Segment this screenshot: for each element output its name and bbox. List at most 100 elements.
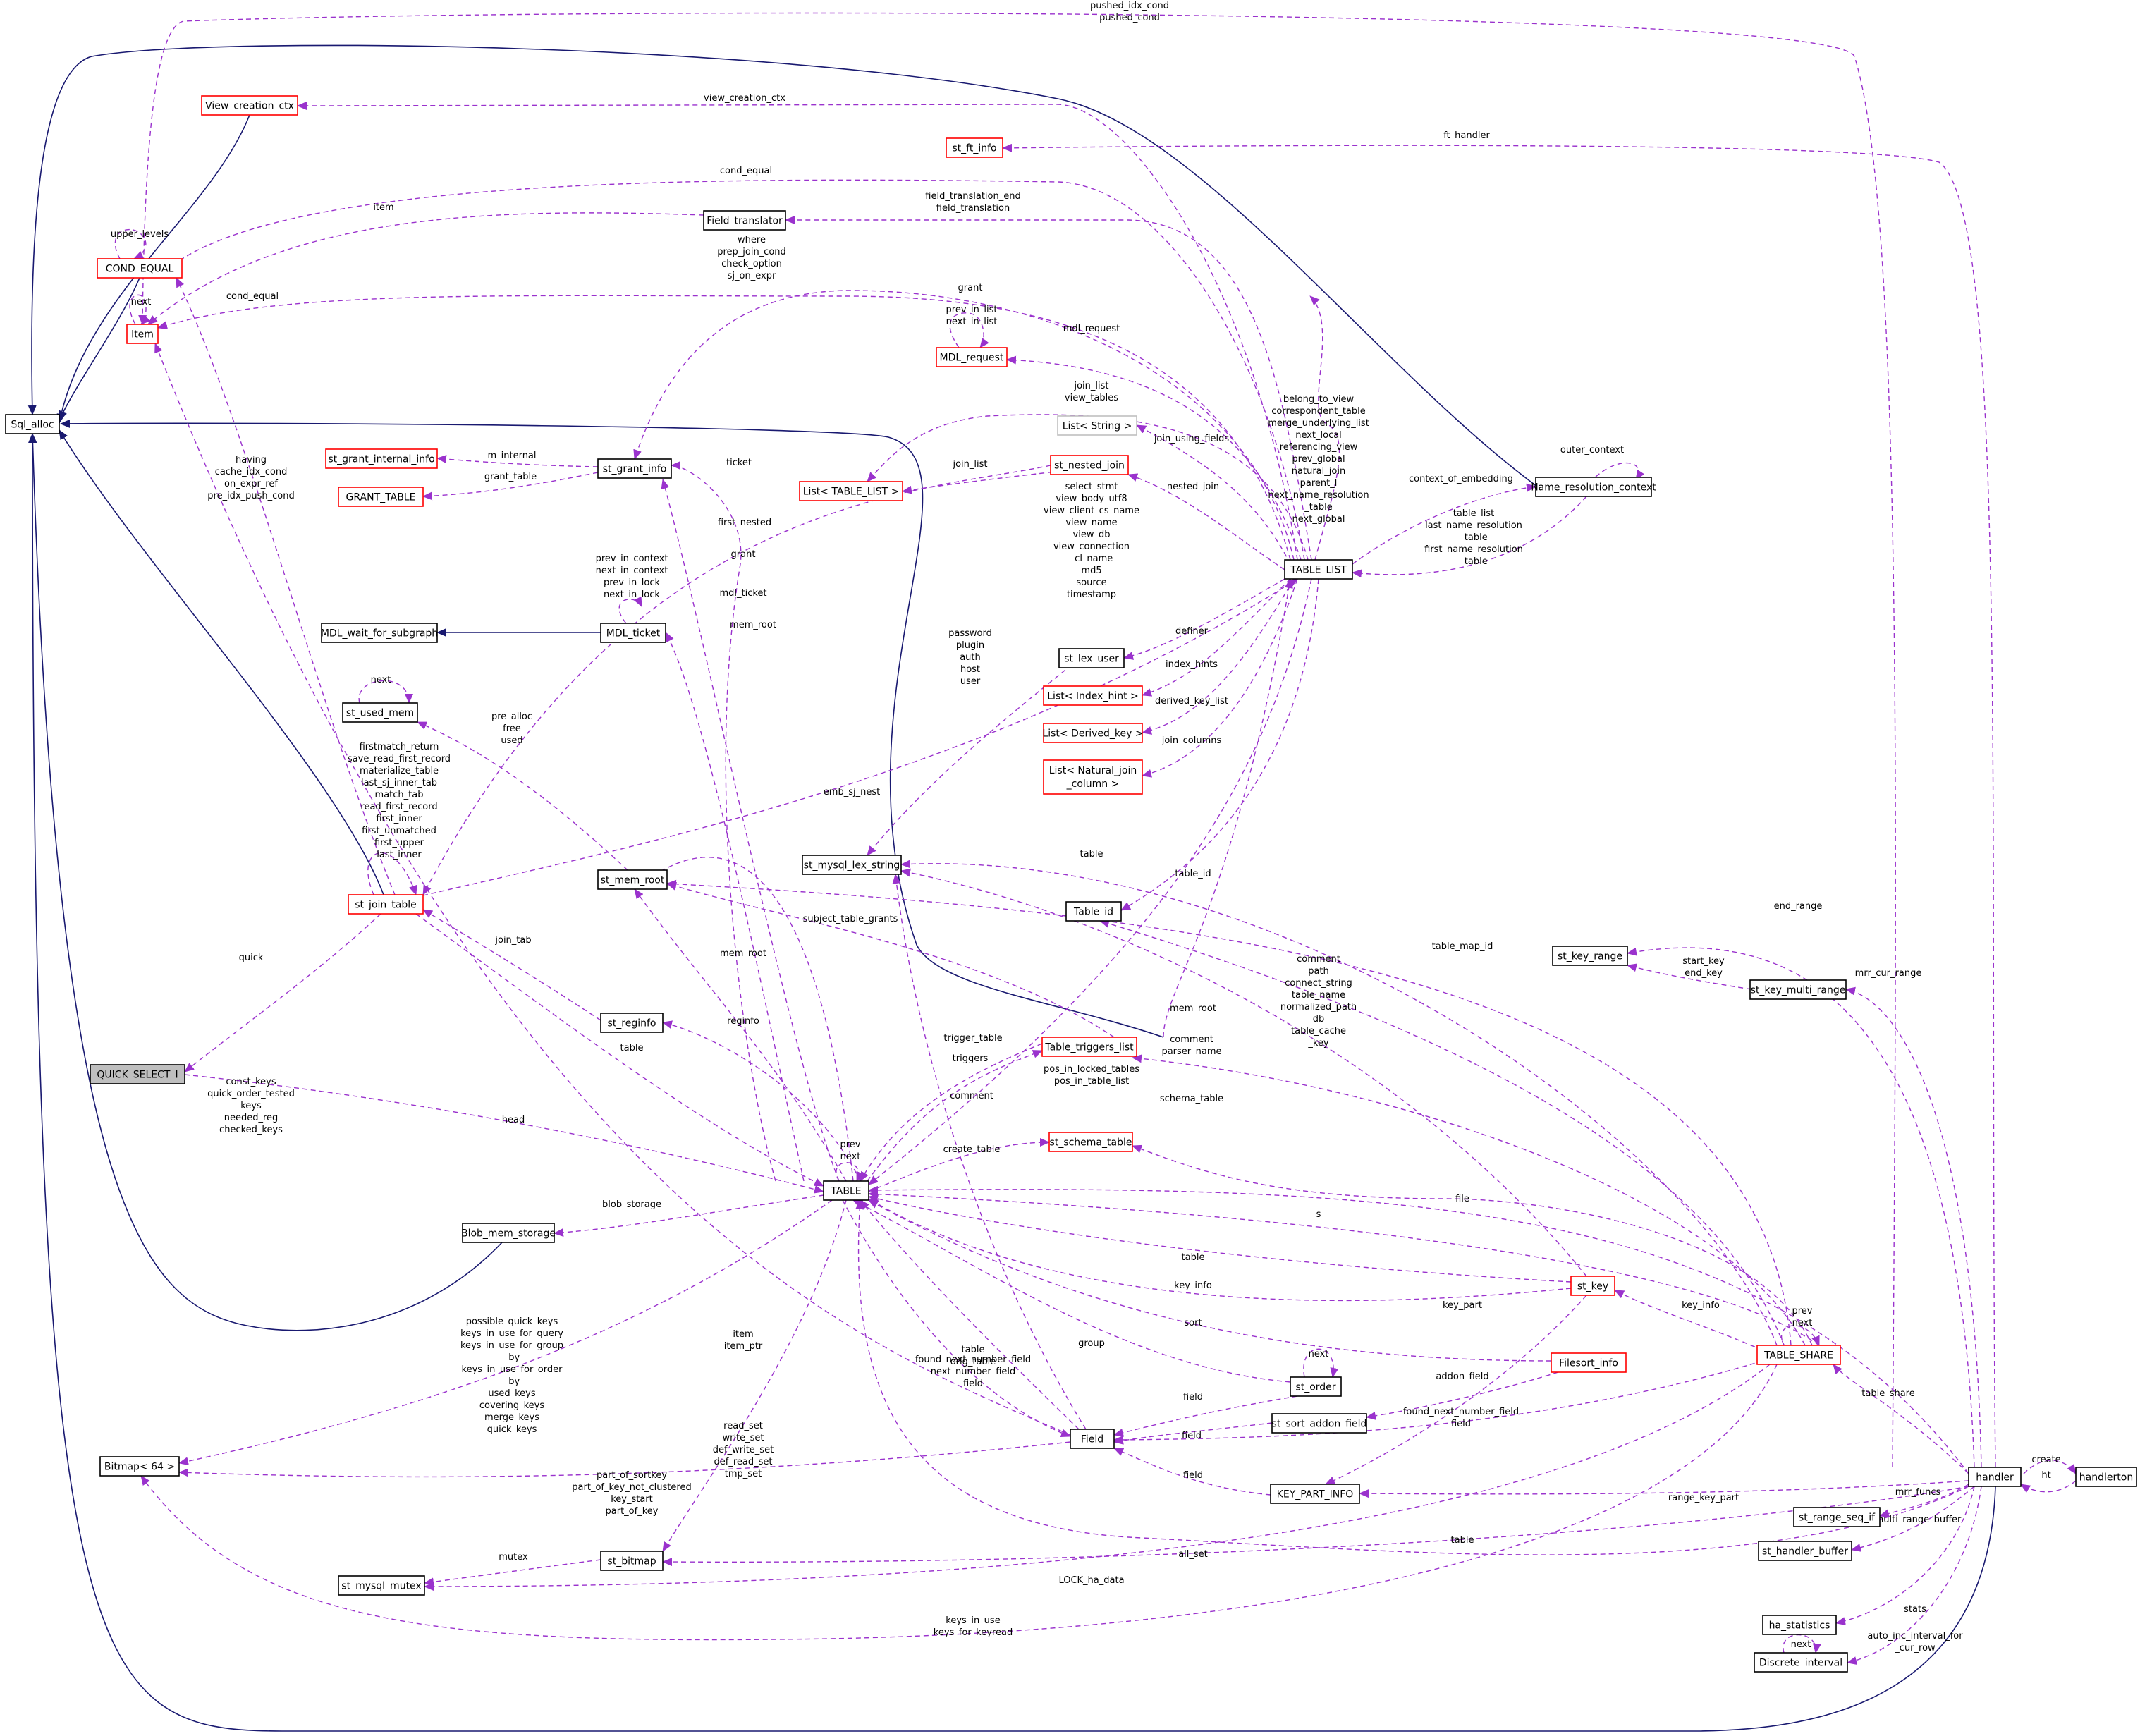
class-node-cond-equal[interactable]: COND_EQUAL — [97, 258, 183, 279]
edge-label-ticket: ticket — [726, 458, 752, 468]
class-node-ha-statistics[interactable]: ha_statistics — [1762, 1615, 1837, 1635]
class-node-view-creation-ctx[interactable]: View_creation_ctx — [201, 95, 298, 116]
edge-label-key-part: key_part — [1443, 1300, 1482, 1311]
usage-edge — [297, 101, 1298, 561]
edge-label-table-tl: table — [1080, 849, 1103, 860]
usage-edge — [1614, 1290, 1763, 1351]
class-node-quick-select-i[interactable]: QUICK_SELECT_I — [90, 1064, 185, 1084]
edge-label-sort: sort — [1184, 1318, 1202, 1328]
class-node-st-sort-addon-field[interactable]: st_sort_addon_field — [1271, 1413, 1367, 1434]
class-node-list-table-list[interactable]: List< TABLE_LIST > — [799, 481, 903, 501]
class-node-blob-mem-storage[interactable]: Blob_mem_storage — [461, 1223, 556, 1243]
usage-edge — [415, 913, 824, 1187]
inheritance-edge — [59, 429, 384, 895]
edge-label-next-item: next — [131, 297, 152, 307]
node-label: List< Derived_key > — [1042, 728, 1143, 740]
class-node-handler[interactable]: handler — [1968, 1467, 2022, 1487]
usage-edge — [1120, 578, 1319, 911]
class-node-st-grant-internal-info[interactable]: st_grant_internal_info — [325, 448, 438, 469]
class-node-grant-table[interactable]: GRANT_TABLE — [338, 487, 424, 507]
usage-edge — [114, 228, 147, 259]
class-node-st-schema-table[interactable]: st_schema_table — [1048, 1132, 1133, 1152]
node-label: st_key — [1577, 1281, 1608, 1292]
node-box — [1041, 1037, 1137, 1057]
class-node-list-derived-key[interactable]: List< Derived_key > — [1042, 723, 1144, 743]
usage-edge — [436, 455, 599, 467]
class-node-discrete-interval[interactable]: Discrete_interval — [1754, 1652, 1848, 1673]
class-node-sql-alloc[interactable]: Sql_alloc — [5, 414, 60, 434]
node-label: st_mem_root — [601, 875, 665, 886]
class-node-field[interactable]: Field — [1070, 1429, 1115, 1449]
class-node-key-part-info[interactable]: KEY_PART_INFO — [1270, 1484, 1360, 1504]
class-node-bitmap-64[interactable]: Bitmap< 64 > — [99, 1456, 180, 1477]
class-node-st-ft-info[interactable]: st_ft_info — [946, 137, 1003, 158]
node-label: TABLE_LIST — [1290, 565, 1347, 576]
class-node-table-triggers-list[interactable]: Table_triggers_list — [1041, 1037, 1137, 1057]
edge-label-table-map-id: table_map_id — [1432, 941, 1493, 952]
class-node-list-index-hint[interactable]: List< Index_hint > — [1043, 685, 1143, 706]
class-node-st-lex-user[interactable]: st_lex_user — [1058, 648, 1125, 668]
usage-edge — [1835, 1486, 1975, 1625]
class-node-filesort-info[interactable]: Filesort_info — [1551, 1352, 1627, 1373]
class-node-name-resolution-context[interactable]: Name_resolution_context — [1531, 477, 1656, 497]
class-node-st-reginfo[interactable]: st_reginfo — [600, 1013, 664, 1033]
class-node-st-mysql-mutex[interactable]: st_mysql_mutex — [338, 1575, 425, 1596]
class-node-table[interactable]: TABLE — [823, 1180, 869, 1201]
class-node-st-nested-join[interactable]: st_nested_join — [1050, 455, 1129, 475]
class-node-st-used-mem[interactable]: st_used_mem — [342, 702, 418, 723]
node-box — [1535, 477, 1652, 497]
node-label: Sql_alloc — [11, 420, 54, 431]
class-node-list-string[interactable]: List< String > — [1057, 415, 1137, 436]
usage-edge — [634, 888, 847, 1182]
usage-edge — [1879, 1484, 1969, 1518]
edge-label-reginfo: reginfo — [727, 1016, 759, 1027]
class-node-table-id[interactable]: Table_id — [1065, 901, 1122, 922]
edge-label-head: head — [502, 1115, 525, 1125]
class-node-mdl-request[interactable]: MDL_request — [936, 347, 1008, 367]
class-node-st-range-seq-if[interactable]: st_range_seq_if — [1793, 1507, 1881, 1527]
node-label: TABLE — [830, 1186, 861, 1197]
class-node-st-key[interactable]: st_key — [1570, 1276, 1615, 1296]
class-node-st-bitmap[interactable]: st_bitmap — [600, 1551, 664, 1571]
node-box — [1065, 901, 1122, 922]
class-node-table-list[interactable]: TABLE_LIST — [1284, 559, 1353, 580]
node-label: MDL_wait_for_subgraph — [321, 628, 438, 640]
class-node-item[interactable]: Item — [126, 324, 159, 344]
class-node-st-key-range[interactable]: st_key_range — [1552, 946, 1628, 966]
node-box — [1793, 1507, 1881, 1527]
node-label: st_lex_user — [1064, 654, 1119, 665]
usage-edge — [868, 578, 1312, 1185]
class-node-st-join-table[interactable]: st_join_table — [348, 894, 424, 915]
usage-edge — [666, 879, 1792, 1346]
class-node-st-mem-root[interactable]: st_mem_root — [597, 869, 668, 890]
edge-label-addon-field: addon_field — [1436, 1371, 1488, 1382]
edge-label-key-info-share: key_info — [1682, 1300, 1720, 1311]
node-label: Discrete_interval — [1759, 1658, 1842, 1669]
class-node-st-grant-info[interactable]: st_grant_info — [597, 458, 672, 479]
usage-edge — [1627, 947, 1975, 1468]
edge-label-table-id-lbl: table_id — [1175, 869, 1211, 879]
class-node-mdl-ticket[interactable]: MDL_ticket — [600, 623, 666, 643]
class-node-list-natural-join[interactable]: List< Natural_join_column > — [1043, 759, 1143, 795]
class-node-handlerton[interactable]: handlerton — [2075, 1467, 2137, 1487]
usage-edge — [868, 1199, 1552, 1362]
usage-edge — [417, 721, 628, 871]
node-label: st_bitmap — [607, 1556, 656, 1567]
class-node-st-order[interactable]: st_order — [1290, 1376, 1342, 1397]
usage-edge — [1113, 1422, 1273, 1445]
class-node-st-mysql-lex-string[interactable]: st_mysql_lex_string — [802, 855, 902, 875]
class-node-st-key-multi-range[interactable]: st_key_multi_range — [1749, 979, 1847, 1000]
class-node-mdl-wait-for-subgraph[interactable]: MDL_wait_for_subgraph — [321, 623, 438, 643]
class-node-st-handler-buffer[interactable]: st_handler_buffer — [1758, 1541, 1852, 1561]
class-node-field-translator[interactable]: Field_translator — [703, 210, 786, 231]
class-node-table-share[interactable]: TABLE_SHARE — [1756, 1345, 1841, 1365]
node-box — [321, 623, 438, 643]
edge-label-subject-table-grants: subject_table_grants — [803, 914, 898, 924]
node-label: st_sort_addon_field — [1272, 1419, 1367, 1430]
edge-label-cond-equal-top: cond_equal — [720, 166, 772, 176]
